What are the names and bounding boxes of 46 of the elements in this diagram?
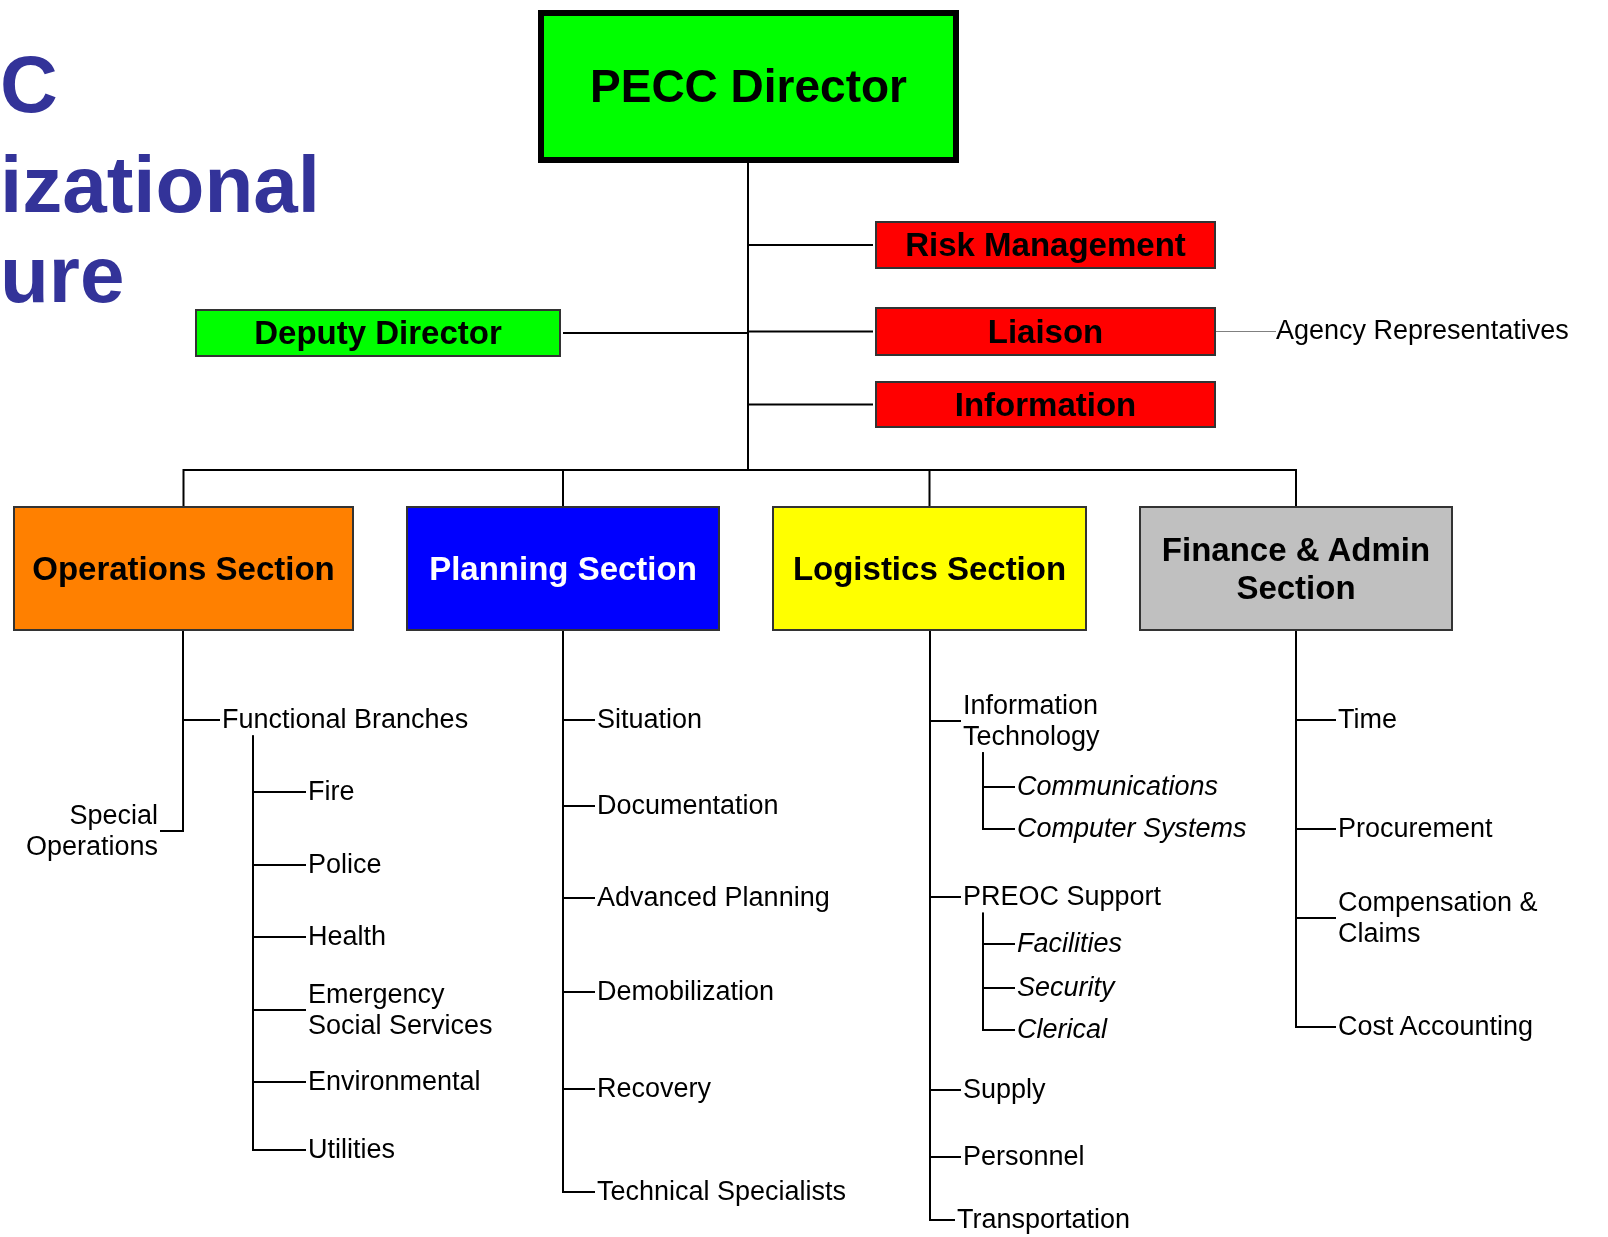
org-box: Planning Section xyxy=(406,506,720,631)
unit-label: Special Operations xyxy=(0,799,158,863)
unit-label: Emergency Social Services xyxy=(308,978,523,1042)
unit-label: Security xyxy=(1017,972,1115,1004)
unit-label: PREOC Support xyxy=(963,881,1162,913)
org-box: Liaison xyxy=(875,307,1216,356)
unit-label: Situation xyxy=(597,704,703,736)
org-box: Information xyxy=(875,381,1216,428)
unit-label: Environmental xyxy=(308,1066,481,1098)
unit-label: Information Technology xyxy=(963,689,1123,753)
title-fragment: izational xyxy=(0,145,321,225)
org-box: Deputy Director xyxy=(195,309,561,357)
org-box: PECC Director xyxy=(538,10,959,163)
connector-line xyxy=(159,630,184,832)
unit-label: Supply xyxy=(963,1074,1046,1106)
unit-label: Clerical xyxy=(1017,1014,1108,1046)
connector-line xyxy=(1215,330,1277,333)
connector-line xyxy=(252,734,307,1151)
title-fragment: C xyxy=(0,45,58,125)
org-box: Operations Section xyxy=(13,506,354,631)
org-box: Finance & Admin Section xyxy=(1139,506,1453,631)
unit-label: Compensation & Claims xyxy=(1338,886,1538,950)
unit-label: Utilities xyxy=(308,1134,395,1166)
unit-label: Advanced Planning xyxy=(597,882,830,914)
unit-label: Functional Branches xyxy=(222,704,469,736)
title-fragment: ure xyxy=(0,235,125,315)
unit-label: Transportation xyxy=(957,1204,1131,1236)
unit-label: Communications xyxy=(1017,771,1219,803)
unit-label: Agency Representatives xyxy=(1276,315,1569,347)
unit-label: Facilities xyxy=(1017,928,1123,960)
org-box: Logistics Section xyxy=(772,506,1087,631)
unit-label: Health xyxy=(308,921,387,953)
unit-label: Time xyxy=(1338,704,1397,736)
org-box: Risk Management xyxy=(875,221,1216,269)
connector-line xyxy=(982,751,1016,830)
unit-label: Computer Systems xyxy=(1017,813,1247,845)
unit-label: Recovery xyxy=(597,1073,712,1105)
unit-label: Personnel xyxy=(963,1141,1085,1173)
unit-label: Documentation xyxy=(597,790,779,822)
connector-line xyxy=(982,911,1016,1031)
unit-label: Procurement xyxy=(1338,813,1493,845)
unit-label: Technical Specialists xyxy=(597,1176,847,1208)
unit-label: Demobilization xyxy=(597,976,775,1008)
unit-label: Police xyxy=(308,849,382,881)
unit-label: Cost Accounting xyxy=(1338,1011,1534,1043)
unit-label: Fire xyxy=(308,776,355,808)
